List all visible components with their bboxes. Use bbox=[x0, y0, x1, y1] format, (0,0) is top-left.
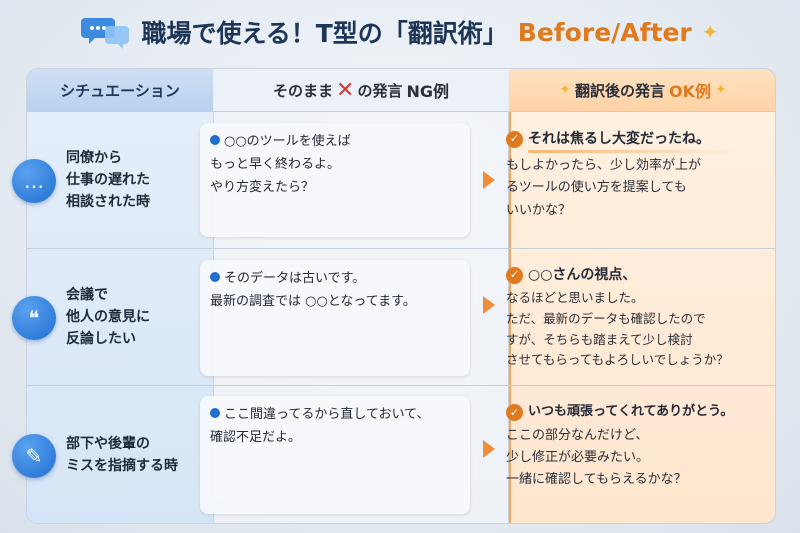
check-icon: ✓ bbox=[506, 403, 523, 421]
situation-cell: ✎ 部下や後輩の ミスを指摘する時 bbox=[0, 387, 186, 524]
ng-line: そのデータは古いです。 bbox=[210, 268, 460, 291]
chat-bubble-icon: ✎ bbox=[12, 433, 56, 478]
sparkle-icon: ✦ bbox=[701, 20, 719, 44]
ng-line: やり方変えたら？ bbox=[210, 179, 315, 195]
highlight-underline bbox=[528, 150, 738, 154]
ng-example-card: ここ間違ってるから直しておいて、 確認不足だよ。 bbox=[200, 396, 470, 514]
situation-cell: … 同僚から 仕事の遅れた 相談された時 bbox=[0, 113, 186, 249]
ng-line: 最新の調査では ○○となってます。 bbox=[210, 293, 416, 309]
header-ng-prefix: そのまま bbox=[273, 81, 334, 100]
arrow-icon bbox=[483, 440, 495, 458]
page-title-accent: Before/After bbox=[517, 17, 692, 47]
check-icon: ✓ bbox=[506, 130, 523, 148]
row-divider bbox=[27, 385, 775, 386]
situation-text: 部下や後輩の ミスを指摘する時 bbox=[66, 435, 178, 474]
discussion-icon: ❝ bbox=[12, 296, 56, 340]
ng-line: 確認不足だよ。 bbox=[210, 429, 302, 445]
ng-line: ここ間違ってるから直しておいて、 bbox=[210, 404, 460, 427]
row-divider bbox=[27, 248, 775, 249]
page-title: 職場で使える！T型の「翻訳術」 bbox=[141, 19, 508, 48]
arrow-icon bbox=[483, 296, 495, 314]
header-ng-tag: NG例 bbox=[406, 82, 449, 101]
check-icon: ✓ bbox=[506, 266, 523, 284]
ok-head: ✓それは焦るし大変だったね。 bbox=[506, 128, 760, 150]
header-situation-label: シチュエーション bbox=[60, 81, 180, 100]
situation-cell: ❝ 会議で 他人の意見に 反論したい bbox=[0, 250, 186, 386]
header-ng-middle: の発言 bbox=[357, 81, 403, 100]
title-bar: 職場で使える！T型の「翻訳術」 Before/After ✦ bbox=[0, 0, 800, 64]
ok-example-card: ✓それは焦るし大変だったね。 もしよかったら、少し効率が上が るツールの使い方を… bbox=[500, 122, 766, 228]
ok-example-card: ✓いつも頑張ってくれてありがとう。 ここの部分なんだけど、 少し修正が必要みたい… bbox=[500, 396, 766, 497]
header-ng: そのまま ✕ の発言 NG例 bbox=[213, 69, 509, 111]
header-situation: シチュエーション bbox=[27, 69, 213, 111]
row-divider bbox=[27, 111, 775, 112]
ok-head: ✓いつも頑張ってくれてありがとう。 bbox=[506, 402, 760, 423]
arrow-icon bbox=[483, 171, 495, 189]
situation-text: 会議で 他人の意見に 反論したい bbox=[66, 287, 150, 347]
bullet-icon bbox=[210, 135, 220, 145]
header-ok-tag: OK例 bbox=[669, 82, 712, 101]
situation-column bbox=[27, 69, 213, 523]
ng-example-card: ○○のツールを使えば もっと早く終わるよ。 やり方変えたら？ bbox=[200, 123, 470, 237]
cross-icon: ✕ bbox=[336, 77, 355, 103]
ok-column bbox=[509, 69, 775, 523]
header-ok-prefix: 翻訳後の発言 bbox=[574, 81, 665, 100]
ok-example-card: ✓○○さんの視点、 なるほどと思いました。 ただ、最新のデータも確認したので す… bbox=[500, 258, 766, 377]
sparkle-icon: ✦ bbox=[559, 82, 571, 98]
speech-bubbles-icon bbox=[81, 14, 131, 50]
ok-head: ✓○○さんの視点、 bbox=[506, 264, 760, 286]
header-ok: ✦ 翻訳後の発言 OK例 ✦ bbox=[509, 69, 775, 111]
ng-example-card: そのデータは古いです。 最新の調査では ○○となってます。 bbox=[200, 260, 470, 376]
bullet-icon bbox=[210, 272, 220, 282]
ok-body: なるほどと思いました。 ただ、最新のデータも確認したので すが、そちらも踏まえて… bbox=[506, 290, 729, 368]
situation-text: 同僚から 仕事の遅れた 相談された時 bbox=[66, 150, 150, 210]
sparkle-icon: ✦ bbox=[715, 82, 727, 98]
ng-line: もっと早く終わるよ。 bbox=[210, 156, 341, 172]
bullet-icon bbox=[210, 408, 220, 418]
ng-line: ○○のツールを使えば bbox=[210, 131, 460, 154]
chat-bubble-icon: … bbox=[12, 159, 56, 203]
ok-body: ここの部分なんだけど、 少し修正が必要みたい。 一緒に確認してもらえるかな？ bbox=[506, 427, 687, 487]
ok-body: もしよかったら、少し効率が上が るツールの使い方を提案しても いいかな？ bbox=[506, 158, 702, 218]
